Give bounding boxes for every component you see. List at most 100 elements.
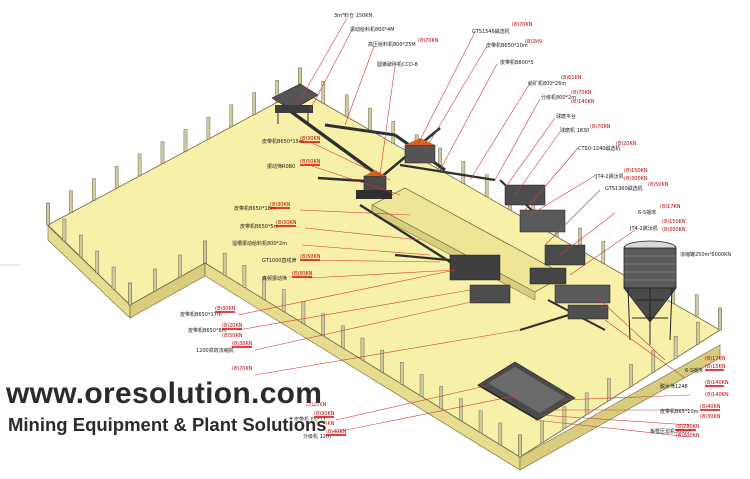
support-column: [69, 190, 73, 213]
callout-value-12: (8)70KN: [590, 124, 611, 130]
support-column: [459, 398, 463, 421]
support-column: [153, 268, 157, 292]
callout-label-2: 振动给料机800*4M: [350, 26, 395, 33]
callout-value-36: (8)40KN: [326, 429, 347, 435]
support-column: [360, 337, 365, 361]
callout-label-9: 分级机800*2m: [541, 94, 576, 101]
support-column: [439, 386, 444, 409]
callout-leaders: [237, 17, 691, 438]
callout-label-17: 6-S摇床: [638, 209, 656, 216]
callout-label-31: 1200高效浓缩机: [196, 347, 234, 354]
support-column: [419, 374, 424, 397]
callout-value-10: (8)140KN: [571, 99, 595, 105]
crusher-station: [404, 138, 436, 164]
support-column: [518, 434, 522, 458]
support-column: [718, 307, 722, 331]
callout-value-15: (8)300KN: [624, 176, 648, 182]
callout-value-17: (8)17KN: [660, 204, 681, 210]
callout-label-11: 球磨平台: [556, 113, 576, 120]
callout-value-23: (8)30KN: [270, 202, 291, 208]
callout-value-29: (8)20KN: [222, 323, 243, 329]
support-column: [400, 362, 404, 385]
support-column: [673, 336, 678, 359]
value-underlines: [215, 141, 724, 436]
callout-label-25: 溜槽振动给料机800*2m: [232, 240, 287, 247]
callout-label-26: GT1000直线筛: [262, 257, 296, 264]
slab-side-faces: [47, 224, 721, 471]
support-column: [62, 218, 67, 242]
support-column: [137, 153, 142, 177]
callout-label-16: GTS1360磁选机: [605, 185, 643, 192]
support-column: [275, 80, 279, 103]
callout-value-6: (8)2kN: [525, 39, 542, 45]
callout-value-5: (8)70KN: [512, 22, 533, 28]
support-column: [91, 178, 96, 201]
callout-value-28: (8)30KN: [215, 306, 236, 312]
callout-value-37: (8)17KN: [705, 356, 726, 362]
callout-value-14: (8)150KN: [624, 168, 648, 174]
support-column: [694, 294, 699, 317]
callout-label-36: 分级机 12m: [303, 433, 331, 440]
callout-value-30: (8)50KN: [222, 333, 243, 339]
callout-label-13: CTS0-1240磁选机: [578, 145, 620, 152]
callout-value-21: (8)30KN: [300, 136, 321, 142]
callout-value-8: (8)61KN: [561, 75, 582, 81]
callout-value-33: (8)20KN: [306, 402, 327, 408]
callout-label-12: 球磨机 1830: [560, 127, 589, 134]
support-column: [461, 161, 466, 184]
support-column: [229, 104, 234, 128]
callout-value-19: (8)300KN: [662, 227, 686, 233]
callout-labels: 3m³料仓 150KN 振动给料机800*4M 高压给料机800*25M (8)…: [180, 12, 731, 440]
support-column: [78, 234, 83, 258]
callout-label-23: 皮带机B650*18m: [234, 205, 276, 212]
support-column: [484, 174, 489, 197]
callout-value-31: (8)30KN: [232, 341, 253, 347]
support-column: [607, 378, 611, 401]
support-column: [629, 364, 633, 387]
support-column: [178, 254, 182, 278]
support-column: [651, 350, 656, 373]
callout-label-4: 圆锥破碎机CCD-8: [377, 61, 418, 68]
callout-label-6: 皮带机B650*10m: [486, 42, 528, 49]
callout-value-27: (8)30KN: [292, 271, 313, 277]
support-column: [160, 141, 165, 164]
callout-value-38: (8)15KN: [705, 364, 726, 370]
callout-label-38: 6-S摇床: [685, 367, 703, 374]
callout-label-41: 皮带机B65*10m: [660, 408, 699, 415]
callout-label-14: JT4-2跳汰机: [595, 173, 624, 180]
callout-value-35: (8)20KN: [314, 421, 335, 427]
support-column: [584, 392, 589, 415]
support-column: [696, 321, 700, 345]
callout-label-21: 皮带机B650*15m: [262, 138, 304, 145]
callout-value-13: (8)20KN: [616, 141, 637, 147]
callout-label-20: 浓缩罐250m³6000KN: [680, 251, 731, 258]
support-column: [128, 282, 132, 306]
support-column: [114, 165, 119, 189]
support-column: [498, 422, 503, 446]
support-column: [391, 121, 396, 144]
callout-label-1: 3m³料仓 150KN: [334, 12, 372, 19]
callout-value-18: (8)150KN: [662, 219, 686, 225]
support-column: [478, 410, 483, 433]
callout-value-42: (8)30KN: [700, 414, 721, 420]
support-column: [203, 240, 207, 264]
callout-value-22: (8)50KN: [300, 159, 321, 165]
callout-value-26: (8)50KN: [300, 254, 321, 260]
support-column: [206, 116, 211, 140]
callout-value-34: (8)30KN: [314, 411, 335, 417]
support-column: [341, 325, 345, 349]
callout-value-41: (8)40KN: [700, 404, 721, 410]
thickening-tank: [623, 240, 677, 345]
callout-value-16: (8)50KN: [648, 182, 669, 188]
jig-machines: [449, 254, 567, 304]
callout-value-3: (8)70KN: [418, 38, 439, 44]
callout-label-43: 板框压滤机500m²: [650, 428, 691, 435]
support-column: [242, 265, 247, 288]
support-column: [380, 349, 385, 373]
callout-label-18: JT4-2跳汰机: [629, 225, 658, 232]
support-column: [95, 250, 99, 274]
filter-press: [477, 361, 576, 421]
callout-value-40: (8)140KN: [705, 392, 729, 398]
ball-mill-area: [504, 184, 586, 266]
